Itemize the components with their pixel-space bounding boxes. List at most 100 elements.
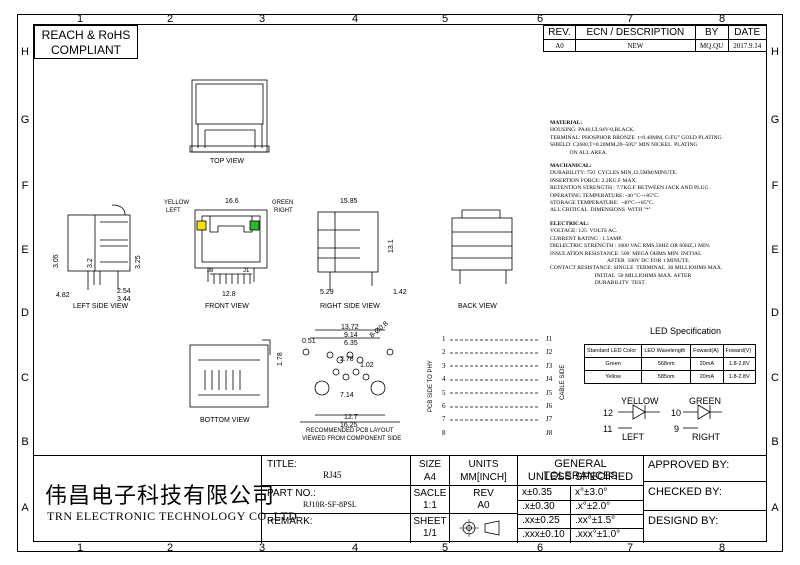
schematic-pin: 1: [442, 335, 446, 343]
material-line: TERMINAL: PHOSPHOR BRONZE t=0.40MM, G/FU…: [550, 134, 723, 141]
dim-4-82: 4.82: [56, 292, 70, 299]
date-cell: 2017.9.14: [727, 39, 768, 52]
led-pin-10: 10: [671, 408, 681, 418]
led-diode-symbols: [618, 404, 722, 429]
electrical-line: CONTACT RESISTANCE: SINGLE TERMINAL 30 M…: [550, 265, 723, 272]
by-cell: MQ.QU: [694, 39, 729, 52]
spec-notes: MATERIAL: HOUSING: PA46,UL94V-0,BLACK.TE…: [550, 120, 723, 288]
zone-marker: 4: [351, 542, 359, 554]
company-cn: 伟昌电子科技有限公司: [45, 483, 276, 508]
divider: [261, 513, 517, 514]
part-value: RJ10R-SF-8PSL: [303, 500, 357, 509]
led-header-fa: Foward(A): [690, 344, 724, 358]
led-cell: 1.8-2.8V: [722, 370, 757, 384]
dim-13-1: 13.1: [388, 239, 395, 253]
zone-marker: G: [770, 114, 780, 126]
divider: [261, 456, 262, 543]
dim-3-25: 3.25: [135, 255, 142, 269]
compliance-box: REACH & RoHS COMPLIANT: [34, 25, 138, 59]
left-side-view-drawing: [67, 204, 131, 290]
compliance-line1: REACH & RoHS: [41, 28, 131, 42]
led-header-fv: Foward(V): [722, 344, 757, 358]
material-line: ON ALL AREA.: [550, 149, 608, 156]
material-title: MATERIAL:: [550, 120, 583, 126]
electrical-line: DIELECTRIC STRENGTH : 1000 VAC RMS.50HZ …: [550, 243, 711, 250]
remark-label: REMARK:: [267, 516, 313, 527]
schematic-pin: 2: [442, 348, 446, 357]
electrical-line: AFTER 500V DC FOR 1 MINUTE.: [550, 257, 691, 264]
led-spec-title: LED Specification: [650, 326, 722, 336]
top-view-drawing: [189, 79, 270, 153]
schematic-pin: 6: [442, 402, 446, 410]
zone-marker: 6: [536, 542, 544, 554]
dim-3-44: 3.44: [117, 296, 131, 303]
led-right-label: RIGHT: [692, 432, 721, 442]
front-green-label: GREEN: [272, 200, 293, 206]
mechanical-line: DURABILITY: 750 CYCLES MIN,12.5MM/MINUTE…: [550, 170, 678, 177]
dim-0-51: 0.51: [302, 338, 316, 345]
zone-marker: 2: [166, 13, 174, 25]
zone-marker: 1: [76, 542, 84, 554]
tolerance-value: x±0.35: [522, 487, 552, 498]
outer-border: [17, 14, 783, 552]
led-pin-12: 12: [603, 408, 613, 418]
zone-marker: 4: [351, 13, 359, 25]
schematic-jack: J3: [546, 361, 553, 370]
schematic-jack: J4: [546, 375, 553, 384]
led-cell: 20mA: [690, 370, 724, 384]
tolerance-value: .xx°±1.5°: [575, 515, 616, 526]
tolerance-value: .xxx°±1.0°: [575, 529, 621, 540]
size-label: SIZE: [418, 459, 442, 470]
zone-marker: G: [20, 114, 30, 126]
zone-marker: 7: [626, 542, 634, 554]
schematic-pin: 3: [442, 361, 446, 370]
zone-marker: F: [21, 180, 29, 192]
divider: [261, 485, 643, 486]
dim-6-35: 6.35: [344, 340, 358, 347]
part-label: PART NO.:: [267, 488, 316, 499]
zone-marker: 2: [166, 542, 174, 554]
zone-marker: D: [771, 307, 779, 319]
company-en: TRN ELECTRONIC TECHNOLOGY CO.,LTD: [47, 509, 298, 523]
tolerance-value: .x°±2.0°: [575, 501, 611, 512]
zone-marker: A: [771, 502, 779, 514]
divider: [643, 456, 644, 543]
zone-marker: C: [21, 372, 29, 384]
schematic-jack: J5: [546, 388, 553, 397]
led-yellow-label: YELLOW: [621, 396, 659, 406]
mechanical-title: MACHANICAL:: [550, 163, 592, 170]
divider: [517, 514, 643, 515]
tolerance-value: x°±3.0°: [575, 487, 608, 498]
top-view-caption: TOP VIEW: [210, 158, 244, 165]
schematic-left-label: PCB SIDE TO PHY: [428, 360, 434, 412]
divider: [517, 500, 643, 501]
schematic-jack: J8: [546, 428, 553, 437]
dim-13-72: 13.72: [341, 324, 359, 331]
dim-3-2: 3.2: [87, 258, 94, 268]
schematic-jack: J1: [546, 335, 553, 343]
zone-marker: E: [771, 244, 779, 256]
title-label: TITLE:: [267, 459, 298, 470]
scale-label: SACLE: [413, 488, 447, 499]
schematic-jack: J6: [546, 402, 553, 410]
front-view-caption: FRONT VIEW: [205, 303, 249, 310]
title-block: 伟昌电子科技有限公司 TRN ELECTRONIC TECHNOLOGY CO.…: [33, 455, 767, 543]
electrical-line: VOLTAGE: 125 VOLTS AC.: [550, 228, 618, 235]
revision-table: REV. ECN / DESCRIPTION BY DATE A0 NEW MQ…: [543, 25, 768, 52]
dim-3-05: 3.05: [53, 254, 60, 268]
tolerance-value: .xx±0.25: [522, 515, 560, 526]
front-view-drawing: [194, 209, 268, 284]
divider: [410, 456, 411, 543]
dim-16-25: 16.25: [340, 422, 358, 429]
units-value: MM[INCH]: [460, 472, 507, 483]
material-line: HOUSING: PA46,UL94V-0,BLACK.: [550, 127, 635, 134]
front-j1-label: J1: [243, 268, 250, 274]
electrical-line: INSULATION RESISTANCE: 500 MEGA OHMS MIN…: [550, 250, 702, 257]
led-green-label: GREEN: [689, 396, 721, 406]
zone-marker: 5: [441, 13, 449, 25]
zone-marker: E: [21, 244, 29, 256]
led-pin-11: 11: [603, 424, 612, 434]
checked-by-label: CHECKED BY:: [648, 486, 722, 498]
dim-5-29: 5.29: [320, 289, 334, 296]
